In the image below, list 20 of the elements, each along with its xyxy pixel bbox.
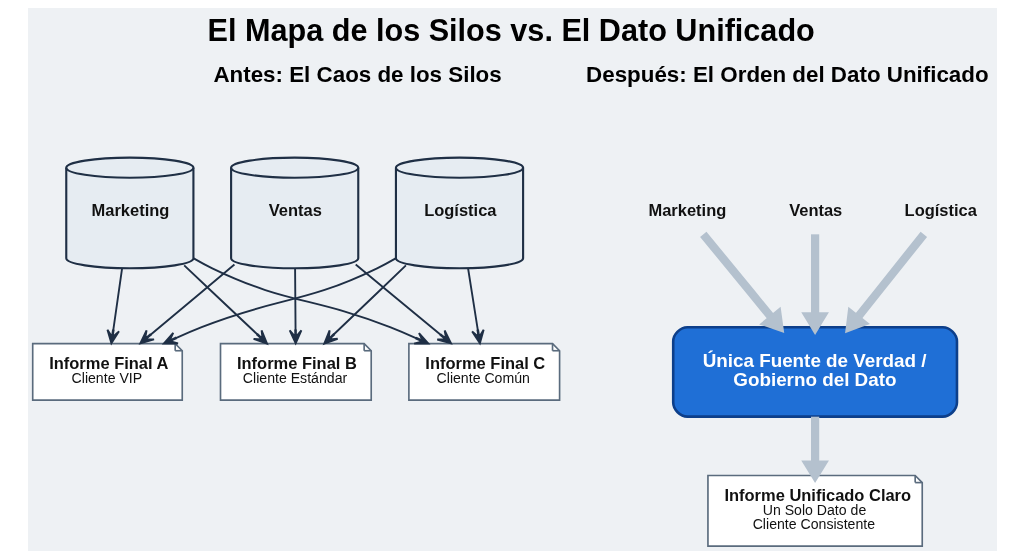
node-text: Marketing <box>647 201 726 220</box>
node-text: Logística <box>904 201 977 220</box>
arrow <box>354 263 452 345</box>
arrow <box>162 257 397 345</box>
arrow <box>192 257 429 345</box>
node-box: Única Fuente de Verdad / Gobierno del Dato <box>671 325 958 418</box>
arrow <box>138 263 235 345</box>
label: Antes: El Caos de los Silos <box>212 61 502 87</box>
arrow <box>699 231 784 334</box>
arrow <box>844 231 927 334</box>
arrow <box>182 264 268 345</box>
arrow <box>288 267 302 345</box>
diagram-title: El Mapa de los Silos vs. El Dato Unificado <box>207 12 815 47</box>
arrow <box>322 264 407 345</box>
arrow <box>106 267 123 345</box>
arrow <box>466 267 485 345</box>
node-text: Ventas <box>788 201 842 220</box>
arrow <box>800 416 829 484</box>
label: Después: El Orden del Dato Unificado <box>585 61 989 87</box>
arrow <box>800 234 829 335</box>
